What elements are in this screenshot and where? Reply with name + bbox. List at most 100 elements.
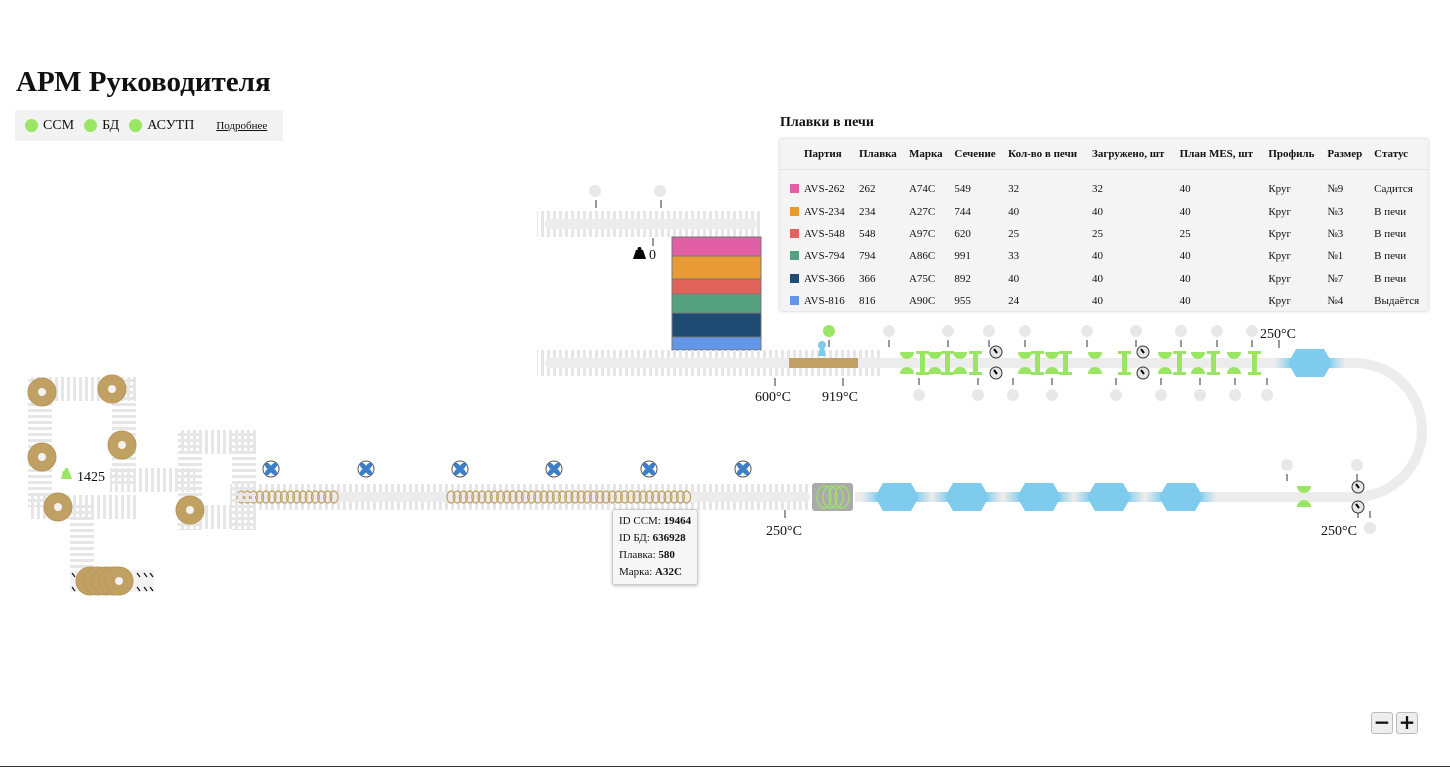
fan-icon (545, 460, 563, 478)
fan-icon (640, 460, 658, 478)
table-cell: 744 (954, 205, 971, 218)
batch-id: AVS-262 (804, 183, 845, 196)
table-cell: A90C (908, 295, 936, 308)
sensor-icon (942, 325, 954, 337)
coil-loop (452, 490, 462, 504)
table-cell: 32 (1092, 183, 1104, 196)
table-cell: 234 (858, 205, 876, 218)
clamp-bar (920, 351, 925, 375)
table-cell: 40 (1092, 295, 1104, 308)
table-cell: 40 (1008, 205, 1020, 218)
coil-loop (613, 490, 624, 504)
tooltip-heat: Плавка: 580 (619, 549, 675, 561)
temp-furnace: 919°C (822, 390, 858, 405)
furnace-entry-conveyor: 600°C 919°C (537, 325, 885, 405)
coil-loop (657, 490, 667, 504)
coil-loop (607, 490, 617, 504)
coil-loop (551, 490, 562, 504)
table-cell: Круг (1268, 272, 1292, 285)
sensor-icon (1007, 389, 1019, 401)
column-header: Профиль (1264, 139, 1324, 170)
table-cell: 40 (1179, 250, 1191, 263)
status-label: БД (102, 117, 120, 133)
table-cell: Круг (1268, 250, 1292, 263)
cooling-conveyor: 250°C (230, 460, 810, 539)
upper-loading-conveyor (537, 185, 760, 246)
coil-tooltip: ID ССМ: 19464 ID БД: 636928 Плавка: 580 … (612, 509, 698, 585)
cooling-fans (262, 460, 752, 478)
coil-loop (526, 490, 537, 504)
cooling-chamber (1087, 483, 1131, 511)
coil-loop (483, 490, 493, 504)
status-db: БД (84, 118, 119, 134)
clamp-bar (945, 351, 950, 375)
coil-loop (644, 490, 655, 504)
details-link[interactable]: Подробнее (216, 119, 268, 132)
table-cell: A27C (908, 205, 936, 218)
table-cell: Круг (1268, 295, 1292, 308)
temp-exit-top: 250°C (1260, 327, 1296, 342)
coil-loop (675, 490, 686, 504)
batch-color-swatch (790, 184, 799, 194)
coil-loop (310, 490, 320, 504)
table-cell: В печи (1374, 272, 1407, 285)
table-cell: AVS-816 (780, 290, 855, 312)
batch-color-swatch (790, 228, 799, 238)
sensor-icon (913, 389, 925, 401)
coil-loop (514, 490, 524, 504)
batch-color-swatch (790, 251, 799, 261)
table-cell: 549 (954, 183, 971, 196)
clamp-jaw (1158, 352, 1172, 359)
coil-loop (286, 490, 296, 504)
coil-loop (317, 490, 327, 504)
status-label: АСУТП (147, 117, 195, 133)
batch-id: AVS-234 (804, 205, 845, 218)
sensor-icon (983, 325, 995, 337)
sensor-active-icon (823, 325, 835, 337)
page-title: АРМ Руководителя (16, 66, 271, 98)
zoom-out-button[interactable]: − (1371, 712, 1393, 734)
zoom-in-button[interactable]: + (1396, 712, 1418, 734)
sensor-icon (1351, 459, 1363, 471)
table-cell: 33 (1008, 250, 1020, 263)
furnace-sensors (883, 325, 1376, 534)
coil-loop (261, 490, 271, 504)
table-cell: №4 (1327, 295, 1344, 308)
coil-loop (458, 490, 468, 504)
table-cell: 892 (954, 272, 971, 285)
table-cell: №9 (1327, 183, 1344, 196)
table-cell: AVS-262 (780, 170, 855, 201)
clamp-jaw (1045, 352, 1059, 359)
cooling-chamber (875, 483, 919, 511)
coil-loop (601, 490, 611, 504)
clamp-bar (1252, 351, 1257, 375)
table-cell: 40 (1092, 272, 1104, 285)
coil-loop (650, 490, 661, 504)
sensor-icon (1019, 325, 1031, 337)
clamp-jaw (953, 352, 967, 359)
coil-loop (465, 490, 475, 504)
table-cell: 548 (858, 227, 876, 240)
table-cell: Круг (1268, 227, 1292, 240)
coil-loop (595, 490, 605, 504)
coil-loop (489, 490, 499, 504)
table-cell: Круг (1268, 205, 1292, 218)
table-cell: В печи (1374, 227, 1407, 240)
cooling-chamber (1017, 483, 1061, 511)
clamp-bar (973, 351, 978, 375)
clamp-bar (1122, 351, 1127, 375)
table-cell: AVS-548 (780, 223, 855, 245)
coil-loop (669, 490, 679, 504)
table-cell: 40 (1092, 205, 1104, 218)
coil-loop (588, 490, 599, 504)
table-cell: 991 (954, 250, 971, 263)
sensor-icon (1246, 325, 1258, 337)
table-cell: 25 (1179, 227, 1191, 240)
coil-loop (323, 490, 333, 504)
coil-loop (508, 490, 518, 504)
coil-loop (273, 490, 283, 504)
billet (789, 358, 858, 368)
batch-id: AVS-548 (804, 227, 845, 240)
